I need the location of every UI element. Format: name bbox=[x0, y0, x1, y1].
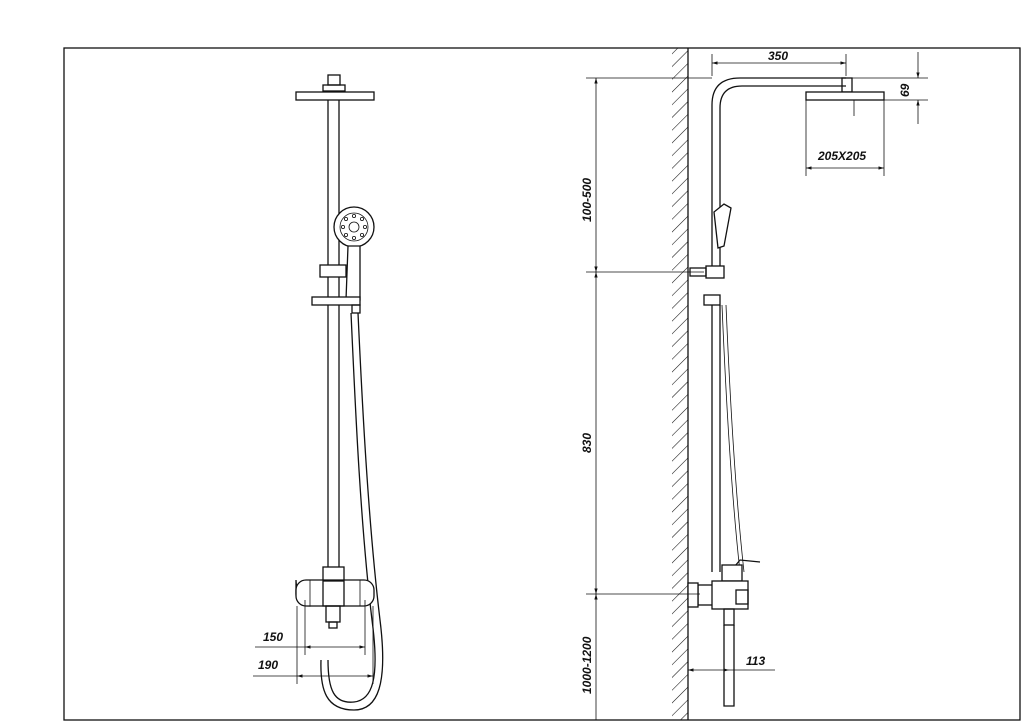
mixer-top bbox=[322, 566, 345, 582]
mixer-body-side bbox=[711, 580, 749, 610]
dim-mount-height: 1000-1200 bbox=[580, 636, 594, 694]
hand-shower-holder bbox=[319, 264, 347, 278]
dim-rail-length: 830 bbox=[580, 433, 594, 453]
wall-section bbox=[672, 48, 689, 720]
mixer-body-front bbox=[295, 579, 375, 607]
dim-mixer-width: 190 bbox=[258, 658, 278, 672]
mixer-spout-front bbox=[325, 605, 341, 623]
shower-head-side bbox=[805, 91, 885, 101]
dim-head-height: 69 bbox=[898, 83, 912, 97]
mixer-lever bbox=[734, 559, 761, 567]
hose-outer bbox=[327, 312, 376, 703]
slider-shelf bbox=[311, 296, 361, 306]
front-view: 150 190 bbox=[253, 74, 384, 711]
side-view: 350 69 205X205 100-500 830 1000-1200 113 bbox=[580, 49, 928, 720]
mixer-side-top bbox=[721, 564, 743, 582]
drawing-frame bbox=[63, 47, 1021, 721]
dim-adjust-range: 100-500 bbox=[580, 178, 594, 222]
dim-inlet-spacing: 150 bbox=[263, 630, 283, 644]
dim-arm-reach: 350 bbox=[768, 49, 788, 63]
wall-eccentric bbox=[687, 582, 699, 608]
shower-arm bbox=[711, 77, 846, 272]
dim-head-size: 205X205 bbox=[817, 149, 866, 163]
dim-wall-offset: 113 bbox=[746, 654, 765, 668]
wall-bracket-upper bbox=[705, 265, 725, 279]
hand-shower-side bbox=[713, 203, 732, 249]
shower-head-front bbox=[295, 91, 375, 101]
